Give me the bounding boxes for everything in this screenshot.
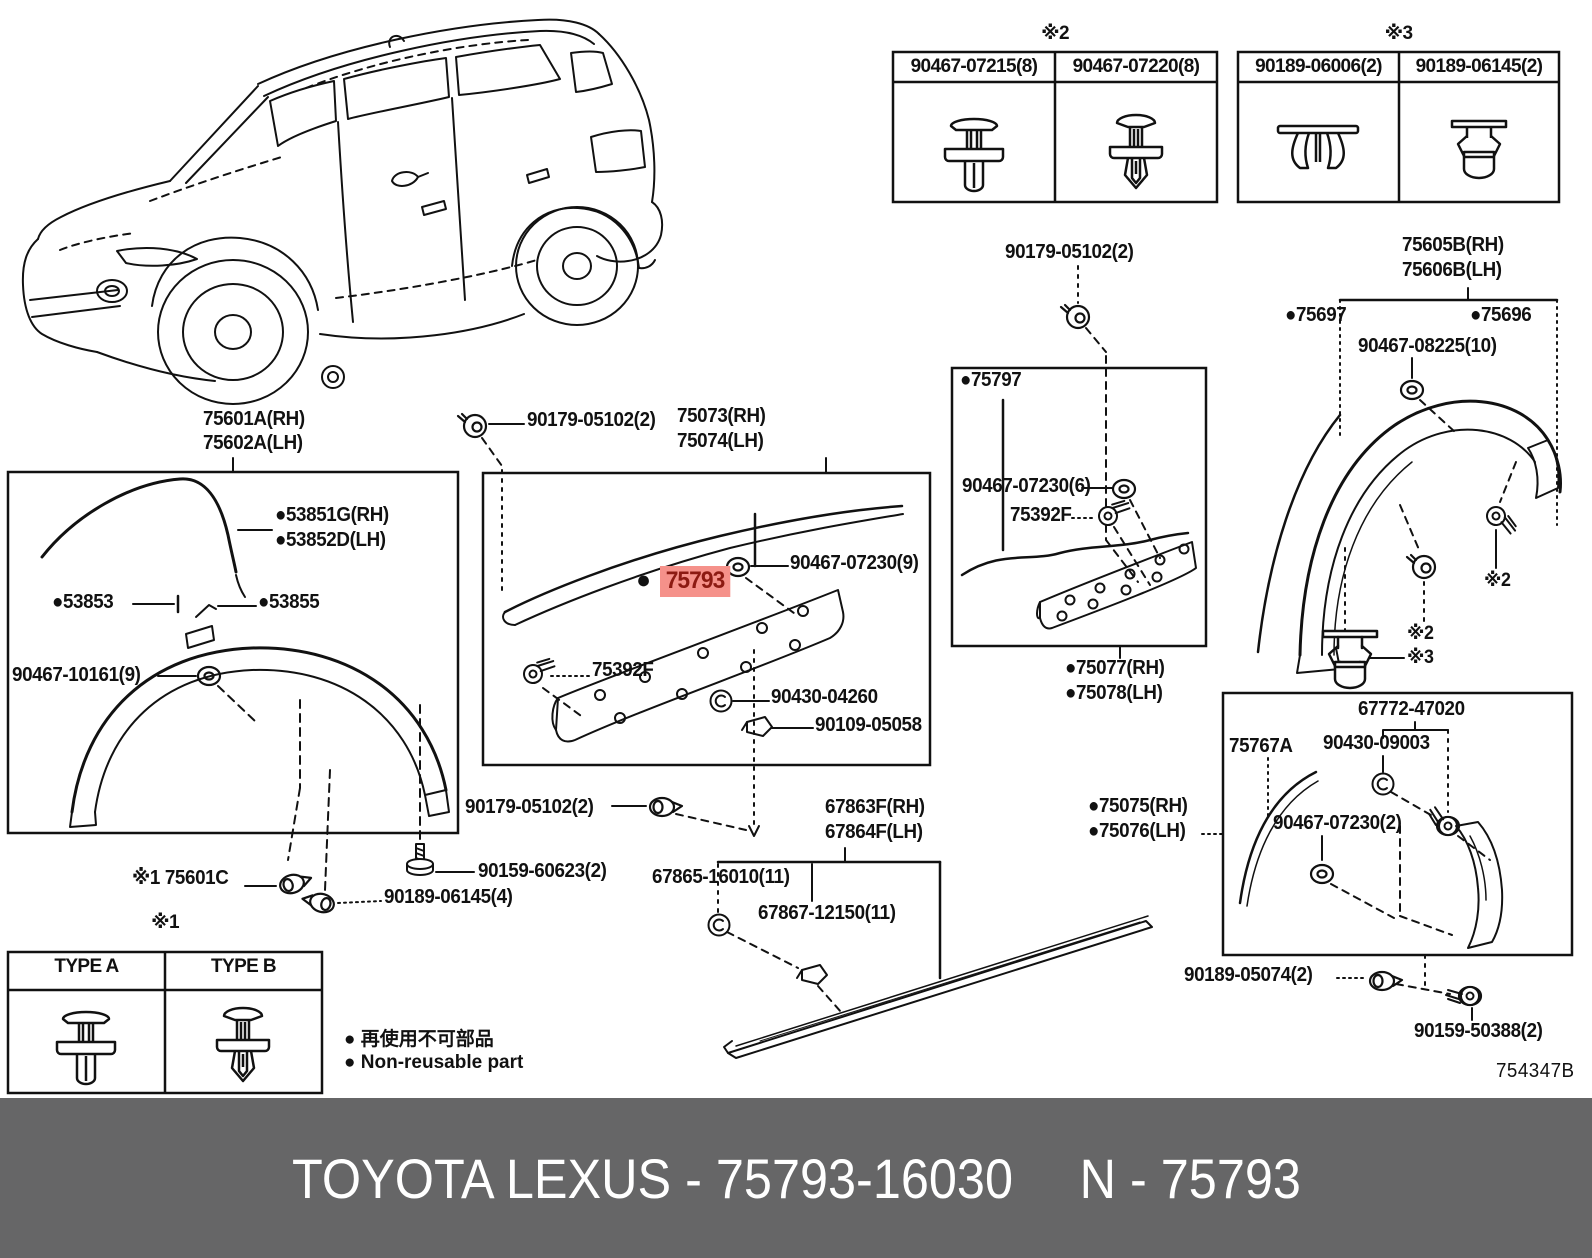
part-label-75075: ●75075(RH) bbox=[1088, 795, 1188, 817]
note-mark-1: ※1 bbox=[151, 912, 179, 933]
part-label-75696: ●75696 bbox=[1470, 304, 1532, 326]
rear-arch-group bbox=[1256, 287, 1562, 690]
diagram-code: 754347B bbox=[1496, 1060, 1575, 1082]
part-label-75606B: 75606B(LH) bbox=[1402, 259, 1502, 281]
diagram-line-art bbox=[6, 18, 1574, 1095]
part-label-90179-05102-top: 90179-05102(2) bbox=[527, 409, 656, 431]
note-mark-3: ※3 bbox=[1384, 23, 1413, 44]
part-label-53851G: ●53851G(RH) bbox=[275, 504, 389, 526]
part-label-67863F: 67863F(RH) bbox=[825, 796, 925, 818]
part-label-75073: 75073(RH) bbox=[677, 405, 766, 427]
note-mark-2-clip: ※2 bbox=[1407, 623, 1434, 644]
part-label-90467-10161: 90467-10161(9) bbox=[12, 664, 141, 686]
legend-en: ● Non-reusable part bbox=[344, 1052, 524, 1073]
part-label-90159-50388: 90159-50388(2) bbox=[1414, 1020, 1543, 1042]
left-box-fasteners bbox=[244, 843, 475, 916]
part-label-67867: 67867-12150(11) bbox=[758, 902, 896, 924]
part-label-67864F: 67864F(LH) bbox=[825, 821, 923, 843]
part-label-90179-05102-bottom: 90179-05102(2) bbox=[465, 796, 594, 818]
note-mark-2-screw: ※2 bbox=[1484, 570, 1511, 591]
left-box-content bbox=[40, 457, 450, 891]
part-label-90467-07230-2: 90467-07230(2) bbox=[1273, 812, 1402, 834]
part-label-67865: 67865-16010(11) bbox=[652, 866, 790, 888]
part-label-90109-05058: 90109-05058 bbox=[815, 714, 922, 736]
note-mark-2: ※2 bbox=[1041, 23, 1069, 44]
type-table-grid bbox=[6, 950, 324, 1095]
car-illustration bbox=[21, 18, 664, 405]
table-cell-90189-06145: 90189-06145(2) bbox=[1415, 56, 1543, 77]
part-label-75697: ●75697 bbox=[1285, 304, 1347, 326]
part-label-75602A: 75602A(LH) bbox=[203, 432, 303, 454]
part-label-53853: ●53853 bbox=[52, 591, 114, 613]
part-label-90179-05102-right: 90179-05102(2) bbox=[1005, 241, 1134, 263]
part-label-90189-05074: 90189-05074(2) bbox=[1184, 964, 1313, 986]
clip-reference-tables bbox=[891, 50, 1561, 204]
part-label-67772: 67772-47020 bbox=[1358, 698, 1465, 720]
center-box-content bbox=[456, 412, 904, 837]
right-box-content bbox=[960, 265, 1223, 835]
part-label-75605B: 75605B(RH) bbox=[1402, 234, 1504, 256]
type-b-header: TYPE B bbox=[210, 956, 277, 977]
type-a-header: TYPE A bbox=[54, 956, 119, 977]
legend-jp: ● 再使用不可部品 bbox=[344, 1029, 494, 1050]
table-cell-90467-07215: 90467-07215(8) bbox=[910, 56, 1038, 77]
part-label-75392F-left: 75392F bbox=[592, 659, 654, 681]
part-label-90430-04260: 90430-04260 bbox=[771, 686, 878, 708]
part-label-75077: ●75077(RH) bbox=[1065, 657, 1165, 679]
selected-part-75793[interactable]: 75793 bbox=[660, 566, 731, 597]
part-label-90467-07230-9: 90467-07230(9) bbox=[790, 552, 919, 574]
non-reusable-bullet: ● bbox=[636, 566, 652, 594]
part-label-75392F-right: 75392F bbox=[1010, 504, 1072, 526]
table-cell-90189-06006: 90189-06006(2) bbox=[1255, 56, 1382, 77]
part-label-53852D: ●53852D(LH) bbox=[275, 529, 386, 551]
part-label-75076: ●75076(LH) bbox=[1088, 820, 1186, 842]
rocker-molding-group bbox=[707, 847, 1153, 1059]
bottom-right-fasteners bbox=[1336, 954, 1483, 1021]
footer-text-right: N - 75793 bbox=[1079, 1146, 1301, 1210]
part-label-75767A: 75767A bbox=[1229, 735, 1293, 757]
part-label-75078: ●75078(LH) bbox=[1065, 682, 1163, 704]
part-label-90159-60623: 90159-60623(2) bbox=[478, 860, 607, 882]
part-label-90467-08225: 90467-08225(10) bbox=[1358, 335, 1497, 357]
footer-text: TOYOTA LEXUS - 75793-16030 N - 75793 bbox=[292, 1146, 1301, 1211]
part-label-53855: ●53855 bbox=[258, 591, 320, 613]
part-label-75601A: 75601A(RH) bbox=[203, 408, 305, 430]
quarter-molding-group bbox=[1238, 721, 1504, 949]
part-label-90467-07230-6: 90467-07230(6) bbox=[962, 475, 1091, 497]
note-mark-3-clip: ※3 bbox=[1407, 647, 1434, 668]
part-label-75601C: ※1 75601C bbox=[132, 867, 229, 889]
part-label-75074: 75074(LH) bbox=[677, 430, 764, 452]
table-cell-90467-07220: 90467-07220(8) bbox=[1072, 56, 1200, 77]
footer-text-left: TOYOTA LEXUS - 75793-16030 bbox=[291, 1146, 1013, 1210]
part-label-90189-06145-4: 90189-06145(4) bbox=[384, 886, 513, 908]
part-label-90430-09003: 90430-09003 bbox=[1323, 732, 1430, 754]
part-label-75797: ●75797 bbox=[960, 369, 1022, 391]
footer-banner: TOYOTA LEXUS - 75793-16030 N - 75793 bbox=[0, 1098, 1592, 1258]
